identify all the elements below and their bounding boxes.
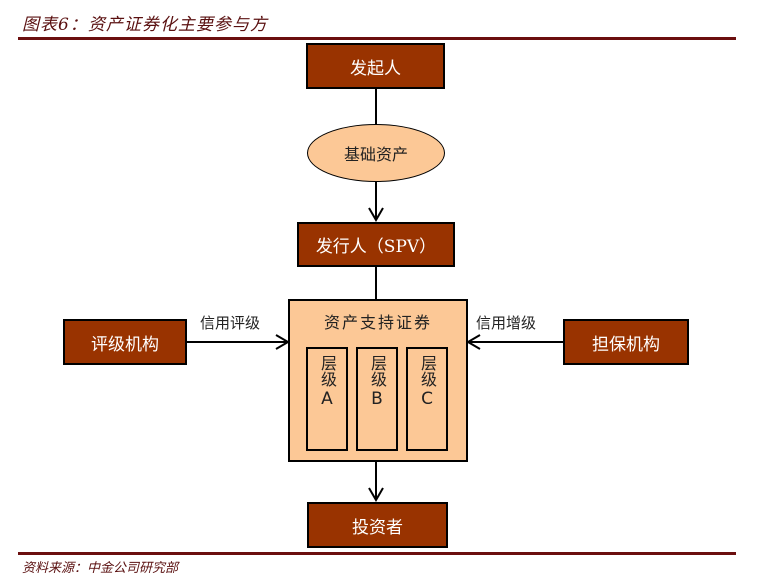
bottom-rule — [18, 552, 736, 555]
rating-agency-node: 评级机构 — [63, 319, 187, 365]
issuer-label: 发行人（SPV） — [315, 237, 437, 257]
tranche-c-label: 层级 — [418, 355, 437, 387]
tranche-a-letter: A — [321, 389, 333, 409]
credit-rating-label: 信用评级 — [200, 314, 261, 332]
tranche-b-letter: B — [371, 389, 383, 409]
figure-title: 图表6：资产证券化主要参与方 — [22, 15, 268, 35]
abs-node: 资产支持证券 层级 A 层级 B 层级 C — [288, 299, 468, 462]
underlying-assets-label: 基础资产 — [343, 145, 408, 164]
source-note: 资料来源：中金公司研究部 — [22, 561, 179, 576]
credit-enhancement-label: 信用增级 — [476, 314, 537, 332]
tranche-a: 层级 A — [306, 347, 348, 451]
tranche-c: 层级 C — [406, 347, 448, 451]
guarantor-label: 担保机构 — [592, 334, 660, 355]
tranche-b: 层级 B — [356, 347, 398, 451]
tranche-b-label: 层级 — [368, 355, 387, 387]
originator-node: 发起人 — [306, 43, 445, 89]
arrowhead-investors — [368, 487, 384, 502]
issuer-spv-node: 发行人（SPV） — [297, 222, 455, 267]
rating-agency-label: 评级机构 — [91, 334, 159, 355]
arrowhead-issuer — [368, 207, 384, 222]
top-rule — [18, 37, 736, 40]
abs-label: 资产支持证券 — [323, 313, 432, 332]
tranche-a-label: 层级 — [318, 355, 337, 387]
arrowhead-enhancement — [466, 334, 481, 350]
investors-label: 投资者 — [352, 517, 403, 538]
originator-label: 发起人 — [350, 58, 401, 79]
investors-node: 投资者 — [307, 502, 448, 548]
guarantor-node: 担保机构 — [563, 319, 689, 365]
tranche-c-letter: C — [421, 389, 433, 409]
underlying-assets-node: 基础资产 — [307, 124, 445, 182]
